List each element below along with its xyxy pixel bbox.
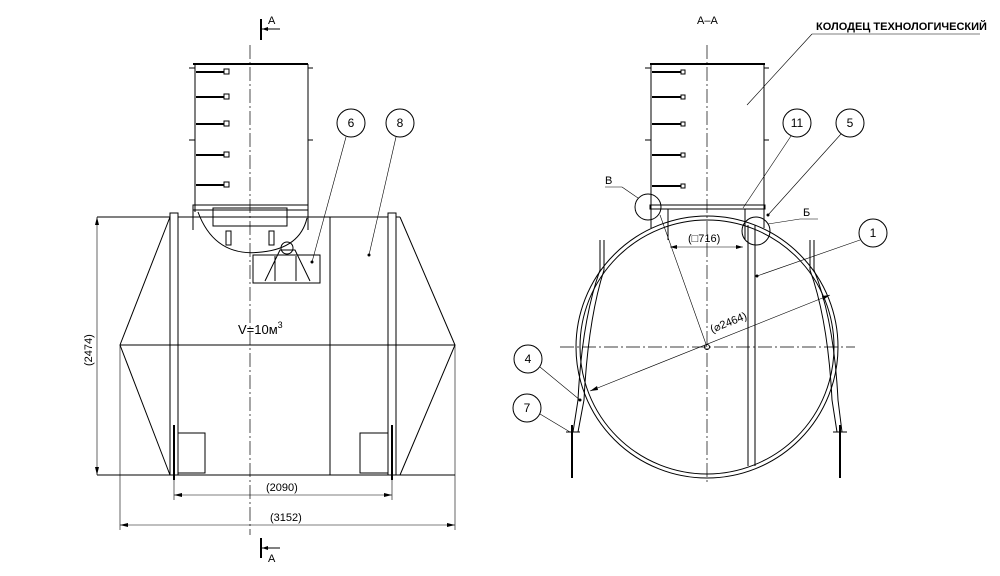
dim-height-text: (2474) bbox=[83, 334, 95, 366]
svg-text:Б: Б bbox=[803, 207, 810, 219]
support-leg-left bbox=[566, 240, 605, 478]
balloon-7: 7 bbox=[512, 393, 571, 433]
svg-text:8: 8 bbox=[397, 116, 404, 130]
detail-b-callout: Б bbox=[741, 207, 818, 246]
support-leg-right bbox=[809, 240, 847, 478]
dimension-diameter: (⌀2464) bbox=[589, 294, 831, 392]
dimension-overall-length: (3152) bbox=[119, 345, 456, 530]
balloon-4: 4 bbox=[513, 344, 582, 402]
balloon-8: 8 bbox=[367, 108, 415, 257]
balloon-1: 1 bbox=[755, 218, 888, 278]
manhole-section bbox=[645, 63, 769, 240]
front-view: А А bbox=[83, 15, 456, 565]
tank-shell-section bbox=[566, 214, 847, 479]
section-view-title: А–А bbox=[697, 15, 718, 27]
ladder-rungs bbox=[196, 68, 230, 188]
dim-hatch-text: (□716) bbox=[688, 233, 720, 245]
dimension-hatch: (□716) bbox=[670, 233, 743, 249]
manhole-label: КОЛОДЕЦ ТЕХНОЛОГИЧЕСКИЙ bbox=[816, 20, 987, 33]
svg-text:7: 7 bbox=[524, 401, 531, 415]
dim-overall-length-text: (3152) bbox=[270, 512, 302, 524]
foot-left bbox=[177, 432, 206, 474]
svg-text:4: 4 bbox=[525, 352, 532, 366]
section-view: А–А КОЛОДЕЦ ТЕХНОЛОГИЧЕСКИЙ bbox=[512, 15, 987, 482]
tank-body-front: V=10м3 bbox=[97, 212, 456, 480]
detail-v-callout: В bbox=[605, 175, 662, 221]
foot-right bbox=[359, 432, 389, 474]
internal-ladder bbox=[747, 225, 756, 466]
dimension-support-span: (2090) bbox=[173, 480, 393, 500]
manhole-front bbox=[189, 63, 313, 254]
svg-text:1: 1 bbox=[870, 226, 877, 240]
svg-text:6: 6 bbox=[348, 116, 355, 130]
manhole-callout: КОЛОДЕЦ ТЕХНОЛОГИЧЕСКИЙ bbox=[746, 20, 987, 106]
section-marker-bottom: А bbox=[260, 538, 280, 565]
section-label-bottom: А bbox=[268, 553, 276, 565]
section-label-top: А bbox=[268, 15, 276, 27]
svg-text:11: 11 bbox=[791, 116, 804, 130]
balloon-5: 5 bbox=[766, 108, 865, 217]
dim-support-span-text: (2090) bbox=[266, 482, 298, 494]
dim-diameter-text: (⌀2464) bbox=[709, 310, 749, 336]
svg-text:5: 5 bbox=[847, 116, 854, 130]
svg-text:В: В bbox=[605, 175, 612, 187]
section-marker-top: А bbox=[260, 15, 280, 40]
dimension-height: (2474) bbox=[83, 217, 99, 475]
balloon-11: 11 bbox=[742, 108, 812, 209]
lifting-bracket bbox=[252, 241, 321, 284]
volume-label: V=10м3 bbox=[238, 320, 283, 337]
balloon-6: 6 bbox=[310, 108, 366, 264]
